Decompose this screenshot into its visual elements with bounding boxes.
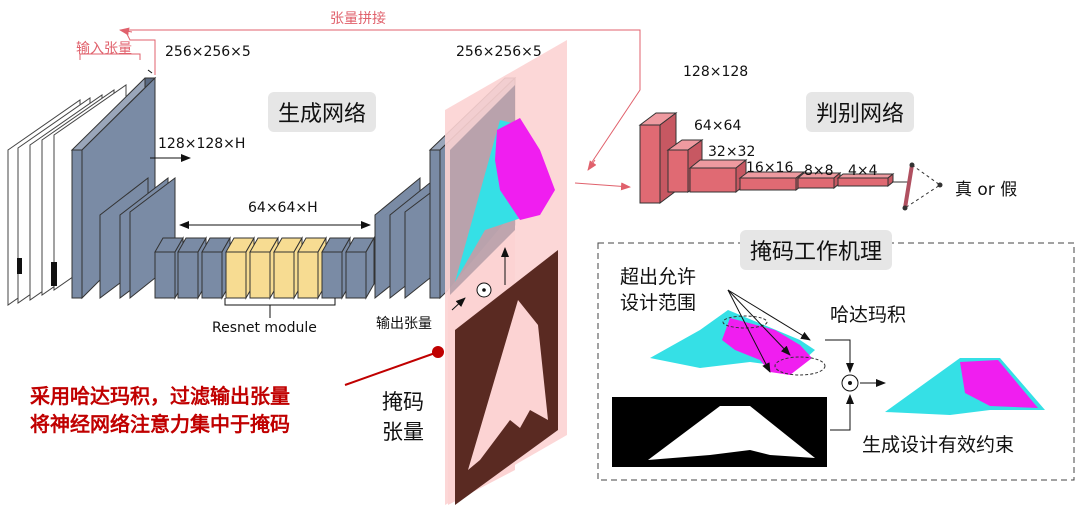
disc-output-label: 真 or 假: [955, 180, 1018, 200]
design-shape-magenta: [722, 318, 812, 375]
output-shape-magenta: [495, 118, 555, 220]
disc-block-0: [639, 124, 661, 204]
disc-size-4: 4×4: [848, 163, 878, 179]
resnet-block: [249, 251, 271, 299]
disc-block-3: [739, 177, 797, 191]
decoder-layer-2: [374, 176, 451, 300]
disc-size-32: 32×32: [708, 144, 756, 160]
resnet-block: [273, 251, 295, 299]
discriminator-network: [638, 112, 908, 204]
mask-mechanism-title: 掩码工作机理: [740, 230, 893, 270]
hadamard-op-left: [451, 247, 509, 311]
beyond-range-label-2: 设计范围: [620, 292, 697, 314]
disc-block-1: [667, 149, 689, 193]
output-dim-label: 256×256×5: [456, 44, 542, 60]
disc-size-128: 128×128: [683, 64, 749, 80]
disc-output-node: [902, 162, 943, 211]
mask-mechanism-box: [597, 242, 1075, 481]
resnet-block: [297, 251, 319, 299]
mask-tensor-label-2: 张量: [382, 420, 424, 444]
dim-64-label: 64×64×H: [248, 200, 318, 216]
resnet-block: [225, 251, 247, 299]
dim-128-label: 128×128×H: [158, 136, 246, 152]
annotation-pointer: [344, 346, 444, 386]
concat-arrow: [79, 27, 641, 191]
bottleneck-block: [177, 251, 199, 299]
bottleneck-block: [345, 251, 367, 299]
disc-size-8: 8×8: [804, 163, 834, 179]
input-dim-label: 256×256×5: [165, 44, 251, 60]
generator-title: 生成网络: [268, 92, 377, 132]
disc-block-5: [837, 177, 889, 187]
input-tensor-label: 输入张量: [76, 41, 132, 57]
discriminator-title: 判别网络: [806, 92, 915, 132]
output-tensor: [450, 85, 555, 295]
output-tensor-label: 输出张量: [376, 316, 432, 332]
bottleneck-block: [154, 251, 176, 299]
concat-label: 张量拼接: [330, 11, 386, 27]
bottleneck-block: [201, 251, 223, 299]
binary-mask-shape: [648, 406, 815, 460]
hadamard-label: 哈达玛积: [830, 304, 907, 326]
disc-block-4: [797, 177, 835, 189]
beyond-range-label-1: 超出允许: [620, 266, 697, 288]
bottleneck-blocks: [154, 236, 375, 300]
mask-tensor-label-1: 掩码: [382, 390, 424, 414]
mask-shape: [468, 300, 548, 470]
constraint-label: 生成设计有效约束: [862, 434, 1015, 456]
result-shape-magenta: [960, 360, 1038, 408]
disc-block-2: [689, 167, 737, 193]
dim-arrows: [147, 69, 371, 318]
disc-size-16: 16×16: [746, 160, 794, 176]
disc-size-64: 64×64: [694, 118, 742, 134]
mask-image: [455, 250, 558, 505]
annotation-line-1: 采用哈达玛积，过滤输出张量: [30, 384, 290, 408]
bottleneck-block: [321, 251, 343, 299]
resnet-label: Resnet module: [212, 320, 317, 336]
annotation-line-2: 将神经网络注意力集中于掩码: [30, 412, 290, 436]
